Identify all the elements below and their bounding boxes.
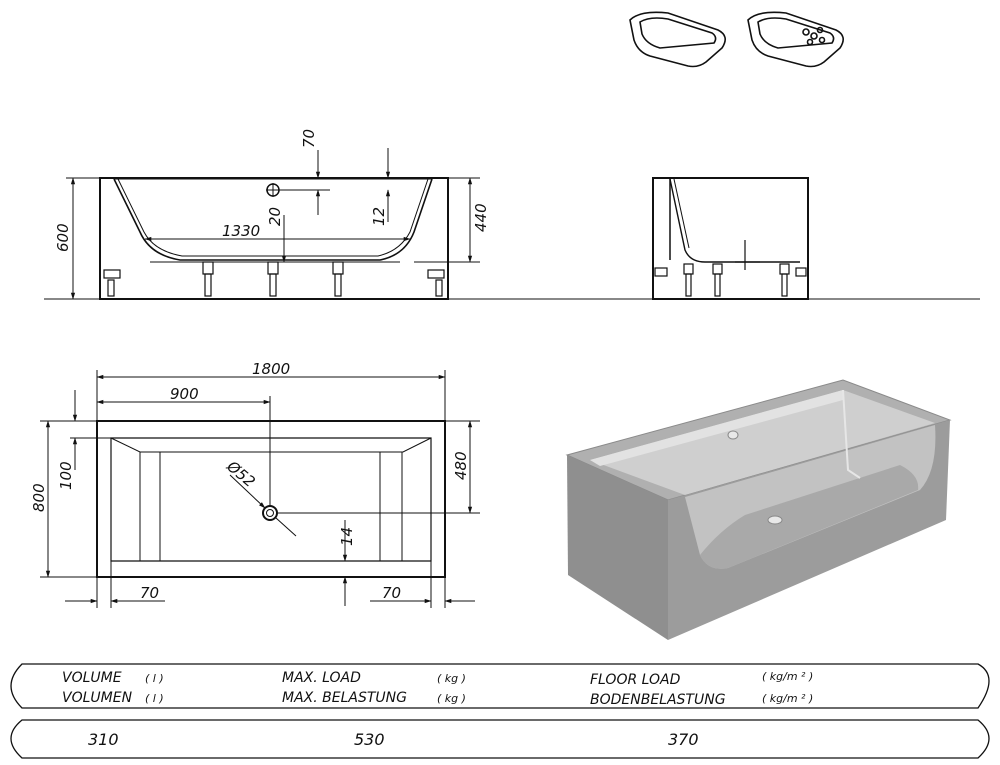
tub-icon-plain — [629, 11, 726, 68]
side-elevation — [652, 177, 809, 300]
dim-100: 100 — [57, 461, 75, 490]
spec-table — [10, 663, 990, 759]
dim-70-top: 70 — [300, 129, 318, 148]
label-load-de: MAX. BELASTUNG — [282, 690, 407, 706]
dim-70-left: 70 — [140, 584, 159, 602]
dim-800: 800 — [30, 483, 48, 512]
dim-12: 12 — [370, 207, 388, 226]
dim-1330: 1330 — [222, 222, 260, 240]
label-volume-de: VOLUMEN — [62, 690, 133, 706]
unit-volume-1: ( l ) — [145, 672, 164, 685]
dim-440: 440 — [472, 203, 490, 232]
label-floor-en: FLOOR LOAD — [590, 672, 681, 688]
unit-floor-2: ( kg/m ² ) — [762, 692, 813, 705]
dim-20: 20 — [266, 207, 284, 226]
unit-floor-1: ( kg/m ² ) — [762, 670, 813, 683]
tub-icon-whirlpool — [747, 11, 844, 68]
unit-load-2: ( kg ) — [437, 692, 466, 705]
dim-70-right: 70 — [382, 584, 401, 602]
value-floor: 370 — [668, 730, 699, 749]
dim-drain-diameter: Ø52 — [223, 457, 259, 491]
value-volume: 310 — [88, 730, 119, 749]
tub-3d-render — [565, 379, 952, 640]
unit-load-1: ( kg ) — [437, 672, 466, 685]
dim-14: 14 — [338, 527, 356, 546]
label-load-en: MAX. LOAD — [282, 670, 361, 686]
dim-480: 480 — [452, 451, 470, 480]
label-floor-de: BODENBELASTUNG — [590, 692, 726, 708]
dim-600: 600 — [54, 223, 72, 252]
front-dimensions — [66, 148, 480, 300]
label-volume-en: VOLUME — [62, 670, 122, 686]
plan-dimensions — [40, 370, 480, 608]
dim-900: 900 — [170, 385, 199, 403]
dim-1800: 1800 — [252, 360, 290, 378]
unit-volume-2: ( l ) — [145, 692, 164, 705]
value-load: 530 — [354, 730, 385, 749]
plan-view — [96, 420, 446, 578]
